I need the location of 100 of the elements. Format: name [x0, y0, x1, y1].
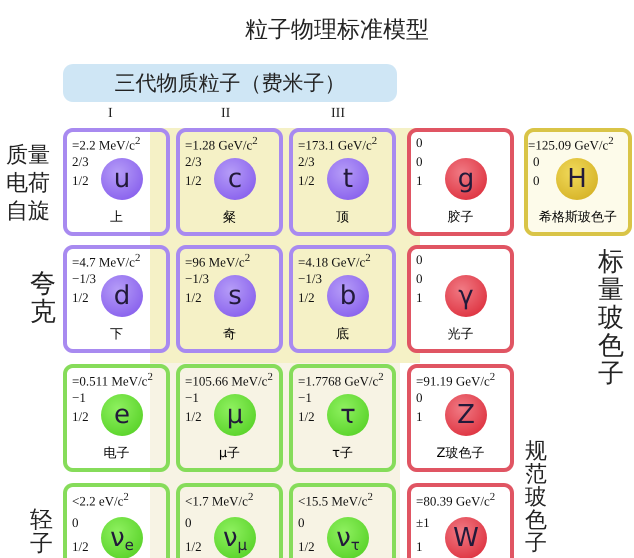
charge-value: ±1: [416, 515, 430, 531]
particle-card: [63, 364, 170, 472]
particle-name: 希格斯玻色子: [538, 209, 618, 226]
spin-value: 1/2: [298, 290, 315, 306]
mass-value: 0: [416, 252, 422, 268]
mass-value: =4.18 GeV/c$^{2}$: [298, 252, 371, 270]
charge-value: 0: [298, 515, 304, 531]
particle-card: [63, 245, 170, 353]
header-band: 三代物质粒子（费米子）: [63, 64, 397, 102]
spin-value: 1: [416, 539, 422, 555]
particle-name: Z玻色子: [436, 445, 486, 462]
mass-value: =2.2 MeV/c$^{2}$: [72, 135, 140, 154]
charge-value: 2/3: [298, 154, 315, 170]
spin-value: 1/2: [298, 539, 315, 555]
charge-value: 0: [533, 154, 540, 170]
particle-name: 电子: [102, 445, 130, 462]
particle-card: [289, 245, 396, 353]
group-label: 规范玻色子: [525, 440, 547, 555]
particle-card: [407, 364, 514, 472]
particle-card: [63, 128, 170, 236]
particle-symbol: g: [445, 158, 487, 200]
generation-numeral: III: [331, 106, 345, 122]
particle-card: [176, 245, 283, 353]
spin-value: 0: [533, 173, 540, 189]
particle-card: [176, 128, 283, 236]
charge-value: −1/3: [298, 271, 322, 287]
particle-name: 光子: [446, 326, 474, 343]
row-label: 电荷: [6, 170, 50, 198]
particle-card: [524, 128, 632, 236]
mass-value: <2.2 eV/c$^{2}$: [72, 491, 129, 510]
charge-value: 0: [416, 390, 422, 406]
charge-value: −1/3: [185, 271, 209, 287]
particle-symbol: u: [101, 158, 143, 200]
charge-value: 2/3: [185, 154, 202, 170]
generation-numeral: I: [108, 106, 113, 122]
mass-value: 0: [416, 135, 422, 151]
spin-value: 1: [416, 173, 422, 189]
particle-name: 下: [109, 326, 124, 343]
charge-value: 2/3: [72, 154, 89, 170]
spin-value: 1/2: [185, 173, 202, 189]
mass-value: =173.1 GeV/c$^{2}$: [298, 135, 378, 154]
particle-card: [407, 483, 514, 558]
mass-value: =91.19 GeV/c$^{2}$: [416, 371, 496, 390]
mass-value: =1.7768 GeV/c$^{2}$: [298, 371, 384, 390]
particle-symbol: W: [445, 517, 487, 558]
charge-value: −1: [185, 390, 199, 406]
particle-symbol: e: [101, 394, 143, 436]
particle-name: 顶: [335, 209, 350, 226]
particle-symbol: d: [101, 275, 143, 317]
particle-symbol: γ: [445, 275, 487, 317]
spin-value: 1/2: [72, 290, 89, 306]
mass-value: <15.5 MeV/c$^{2}$: [298, 491, 373, 510]
charge-value: −1: [298, 390, 312, 406]
group-label: 夸克: [30, 270, 56, 326]
particle-name: 奇: [222, 326, 237, 343]
charge-value: 0: [185, 515, 192, 531]
spin-value: 1: [416, 409, 422, 425]
charge-value: −1: [72, 390, 86, 406]
particle-card: [289, 364, 396, 472]
mass-value: =80.39 GeV/c$^{2}$: [416, 491, 496, 510]
row-label: 质量: [6, 142, 50, 170]
spin-value: 1/2: [185, 539, 202, 555]
mass-value: =105.66 MeV/c$^{2}$: [185, 371, 273, 390]
mass-value: <1.7 MeV/c$^{2}$: [185, 491, 254, 510]
particle-symbol: H: [556, 158, 598, 200]
title: 粒子物理标准模型: [244, 16, 430, 45]
particle-card: [176, 483, 283, 558]
spin-value: 1/2: [72, 173, 89, 189]
particle-symbol: Z: [445, 394, 487, 436]
row-label: 自旋: [6, 198, 50, 226]
group-label: 轻子: [30, 508, 53, 556]
particle-card: [407, 128, 514, 236]
spin-value: 1/2: [185, 409, 202, 425]
charge-value: 0: [72, 515, 78, 531]
mass-value: =1.28 GeV/c$^{2}$: [185, 135, 258, 154]
particle-name: 胶子: [446, 209, 474, 226]
particle-card: [63, 483, 170, 558]
mass-value: =96 MeV/c$^{2}$: [185, 252, 250, 270]
particle-card: [289, 128, 396, 236]
charge-value: −1/3: [72, 271, 96, 287]
particle-symbol: ν$_{e}$: [101, 517, 143, 558]
generation-numeral: II: [221, 106, 230, 122]
mass-value: =0.511 MeV/c$^{2}$: [72, 371, 153, 390]
spin-value: 1/2: [72, 539, 89, 555]
particle-name: 底: [335, 326, 350, 343]
spin-value: 1/2: [72, 409, 89, 425]
mass-value: =4.7 MeV/c$^{2}$: [72, 252, 140, 270]
particle-card: [407, 245, 514, 353]
group-label: 标量玻色子: [598, 248, 624, 388]
particle-name: μ子: [218, 445, 242, 462]
particle-name: 粲: [222, 209, 237, 226]
spin-value: 1/2: [298, 173, 315, 189]
particle-card: [176, 364, 283, 472]
spin-value: 1/2: [185, 290, 202, 306]
particle-name: τ子: [331, 445, 354, 462]
spin-value: 1: [416, 290, 422, 306]
charge-value: 0: [416, 154, 422, 170]
particle-card: [289, 483, 396, 558]
spin-value: 1/2: [298, 409, 315, 425]
charge-value: 0: [416, 271, 422, 287]
